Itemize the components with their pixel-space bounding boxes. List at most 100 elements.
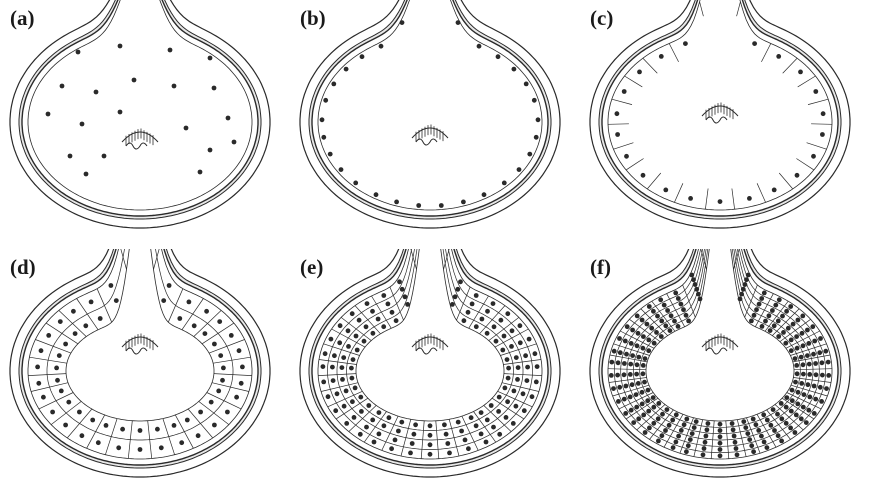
- cell-nucleus: [624, 154, 629, 159]
- cell-nucleus: [80, 433, 85, 438]
- cell-nucleus: [90, 418, 95, 423]
- free-nucleus: [232, 140, 237, 145]
- cell-nucleus: [733, 440, 738, 445]
- cell-nucleus: [659, 319, 664, 324]
- parietal-nucleus: [456, 20, 461, 25]
- cell-nucleus: [820, 373, 825, 378]
- cell-nucleus: [389, 446, 394, 451]
- cell-nucleus: [759, 296, 764, 301]
- cell-nucleus: [731, 427, 736, 432]
- free-nucleus: [76, 50, 81, 55]
- cell-nucleus: [618, 350, 623, 355]
- cell-nucleus: [819, 399, 824, 404]
- cell-nucleus: [671, 445, 676, 450]
- cell-nucleus: [155, 427, 160, 432]
- cell-nucleus: [321, 364, 326, 369]
- cell-nucleus: [612, 349, 617, 354]
- cell-nucleus: [793, 356, 798, 361]
- cell-nucleus: [762, 291, 767, 296]
- cell-nucleus: [781, 330, 786, 335]
- cell-nucleus: [681, 307, 686, 312]
- cell-nucleus: [676, 434, 681, 439]
- cell-nucleus: [769, 423, 774, 428]
- cell-nucleus: [679, 428, 684, 433]
- cell-nucleus: [616, 399, 621, 404]
- cell-nucleus: [796, 318, 801, 323]
- cell-nucleus: [773, 303, 778, 308]
- cell-nucleus: [801, 362, 806, 367]
- cell-nucleus: [358, 395, 363, 400]
- cell-nucleus: [358, 432, 363, 437]
- cell-nucleus: [703, 440, 708, 445]
- cell-nucleus: [647, 426, 652, 431]
- cell-nucleus: [799, 416, 804, 421]
- parietal-nucleus: [524, 82, 529, 87]
- cell-nucleus: [688, 437, 693, 442]
- cell-nucleus: [66, 400, 71, 405]
- cell-nucleus: [506, 366, 511, 371]
- parietal-nucleus: [532, 98, 537, 103]
- seed-diagram-b: [290, 0, 580, 249]
- parietal-nucleus: [321, 135, 326, 140]
- cell-nucleus: [759, 434, 764, 439]
- parietal-nucleus: [344, 67, 349, 72]
- cell-nucleus: [365, 301, 370, 306]
- cell-nucleus: [377, 410, 382, 415]
- cell-nucleus: [779, 401, 784, 406]
- free-nucleus: [80, 122, 85, 127]
- seed-diagram-d: [0, 249, 290, 498]
- cell-nucleus: [790, 388, 795, 393]
- cell-nucleus: [138, 428, 143, 433]
- cell-nucleus: [826, 373, 831, 378]
- cell-nucleus: [403, 294, 408, 299]
- cell-nucleus: [622, 372, 627, 377]
- cell-nucleus: [634, 405, 639, 410]
- cell-nucleus: [428, 442, 433, 447]
- cell-nucleus: [793, 430, 798, 435]
- cell-nucleus: [523, 353, 528, 358]
- cell-nucleus: [512, 389, 517, 394]
- panel-b: (b): [290, 0, 580, 249]
- cell-nucleus: [522, 408, 527, 413]
- cell-nucleus: [96, 440, 101, 445]
- cell-nucleus: [783, 341, 788, 346]
- cell-nucleus: [63, 342, 68, 347]
- cell-nucleus: [504, 415, 509, 420]
- cell-nucleus: [216, 389, 221, 394]
- cell-nucleus: [491, 425, 496, 430]
- cell-nucleus: [817, 350, 822, 355]
- cell-nucleus: [466, 446, 471, 451]
- cell-nucleus: [656, 439, 661, 444]
- cell-nucleus: [694, 287, 699, 292]
- cell-nucleus: [382, 423, 387, 428]
- cell-nucleus: [791, 322, 796, 327]
- cell-nucleus: [505, 357, 510, 362]
- cell-nucleus: [752, 41, 757, 46]
- free-nucleus: [226, 116, 231, 121]
- cell-nucleus: [668, 328, 673, 333]
- cell-nucleus: [350, 311, 355, 316]
- cell-nucleus: [346, 328, 351, 333]
- cell-nucleus: [821, 111, 826, 116]
- cell-nucleus: [813, 89, 818, 94]
- cell-nucleus: [691, 277, 696, 282]
- free-nucleus: [60, 84, 65, 89]
- free-nucleus: [46, 112, 51, 117]
- panel-d: (d): [0, 249, 290, 498]
- cell-nucleus: [744, 277, 749, 282]
- cell-nucleus: [535, 364, 540, 369]
- cell-nucleus: [470, 302, 475, 307]
- cell-nucleus: [346, 344, 351, 349]
- cell-nucleus: [636, 331, 641, 336]
- cell-nucleus: [357, 318, 362, 323]
- cell-nucleus: [622, 397, 627, 402]
- cell-nucleus: [760, 324, 765, 329]
- cell-nucleus: [364, 324, 369, 329]
- cell-nucleus: [104, 423, 109, 428]
- cell-nucleus: [795, 346, 800, 351]
- cell-nucleus: [455, 287, 460, 292]
- parietal-nucleus: [328, 152, 333, 157]
- cell-nucleus: [776, 334, 781, 339]
- cell-nucleus: [810, 324, 815, 329]
- panel-label-a: (a): [10, 8, 35, 29]
